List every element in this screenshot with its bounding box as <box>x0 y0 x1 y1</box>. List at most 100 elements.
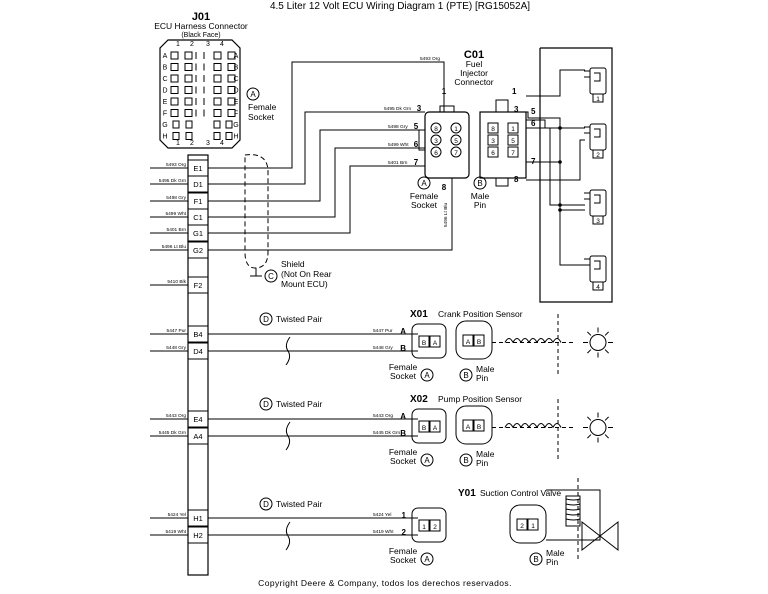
shield-letter: C <box>268 272 274 281</box>
x01-pin-b: B <box>400 344 406 353</box>
twisted-pair-label: Twisted Pair <box>276 314 322 324</box>
x02-female-socket <box>411 408 447 444</box>
injector-wire <box>526 119 585 129</box>
j01-cavity <box>185 120 193 129</box>
y01-female-socket <box>411 507 447 543</box>
injector-number-box <box>592 215 604 225</box>
x02-coil <box>512 423 522 428</box>
j01-socket-letter: A <box>250 90 256 99</box>
pin-label: A4 <box>193 432 202 441</box>
j01-cavity <box>227 97 236 106</box>
x01-male-marker <box>459 368 473 382</box>
c01-female-cavity-number: 5 <box>454 138 458 145</box>
injector-number-box <box>592 149 604 159</box>
j01-name: ECU Harness Connector <box>154 21 248 31</box>
wire-label: 5448 Gry <box>166 345 186 351</box>
pin-label: C1 <box>193 213 203 222</box>
pin-label: F2 <box>194 281 203 290</box>
j01-row-letter-right: C <box>233 76 238 83</box>
y01-female-label-2: Socket <box>390 555 417 565</box>
j01-id: J01 <box>192 11 210 23</box>
c01-male-cavity-number: 8 <box>491 126 495 133</box>
c01-wire <box>208 61 445 169</box>
j01-cavity <box>213 51 222 60</box>
j01-cavity <box>170 63 179 71</box>
c01-wire-label: 5496 Lt Blu <box>443 203 449 228</box>
j01-cavity <box>184 97 193 106</box>
wire-label: 5443 Org <box>166 413 186 419</box>
wire-junction <box>558 126 562 130</box>
injector-terminal <box>584 192 601 204</box>
c01-male-cavity-number: 3 <box>491 138 495 145</box>
twisted-pair-label: Twisted Pair <box>276 499 322 509</box>
x01-id: X01 <box>410 309 428 320</box>
c01-wire-label: 5495 Dk Grn <box>384 106 412 112</box>
c01-wire-pin: 7 <box>414 158 419 167</box>
j01-cavity <box>225 120 233 129</box>
pin-label: E1 <box>193 164 202 173</box>
y01-male-cavity <box>516 518 528 531</box>
x01-female-label-1: Female <box>389 362 418 372</box>
j01-cavity <box>185 132 193 140</box>
x02-female-marker <box>420 453 434 467</box>
x01-female-cavity-label: A <box>433 340 438 347</box>
x01-male-pin <box>455 320 493 360</box>
pin-label: E4 <box>193 415 202 424</box>
x01-male-cavity-label: B <box>477 339 481 346</box>
c01-right-pin: 6 <box>531 119 536 128</box>
j01-top-number: 4 <box>220 41 224 48</box>
shield-label: Shield <box>281 259 305 269</box>
y01-male-letter: B <box>533 555 538 564</box>
wire-junction <box>558 203 562 207</box>
x02-male-letter: B <box>463 456 468 465</box>
x01-pin-a: A <box>400 327 406 336</box>
j01-socket-label-2: Socket <box>248 112 275 122</box>
x01-coil <box>544 338 554 343</box>
c01-male-cavity-number: 5 <box>511 138 515 145</box>
y01-female-letter: A <box>424 555 430 564</box>
c01-male-label-1: Male <box>471 191 490 201</box>
pin-label: B4 <box>193 330 202 339</box>
x01-coil <box>512 338 522 343</box>
x02-coil <box>520 423 530 428</box>
valve-symbol <box>581 520 619 552</box>
c01-female-cavity-number: 8 <box>434 126 438 133</box>
y01-male-cavity-label: 2 <box>520 523 524 530</box>
injector-number-box <box>592 281 604 291</box>
c01-female-letter: A <box>421 179 427 188</box>
y01-male-marker <box>529 552 543 566</box>
x01-female-letter: A <box>424 371 430 380</box>
wire-label: 5493 Org <box>166 162 186 168</box>
j01-cavity <box>213 97 222 106</box>
x02-female-cavity <box>418 420 430 433</box>
c01-male-cavity <box>507 134 519 146</box>
wire-label: 5447 Pur <box>167 328 187 334</box>
c01-wire-pin: 6 <box>414 140 419 149</box>
c01-male-letter: B <box>477 179 482 188</box>
x02-id: X02 <box>410 394 428 405</box>
c01-name-1: Fuel <box>466 59 483 69</box>
j01-cavity <box>227 74 236 83</box>
x02-pin-a: A <box>400 412 406 421</box>
y01-pin-a: 1 <box>402 511 407 520</box>
y01-pin-b: 2 <box>402 528 407 537</box>
y01-female-cavity-label: 1 <box>422 524 426 531</box>
j01-cavity <box>213 132 221 140</box>
x01-male-label-2: Pin <box>476 373 489 383</box>
j01-cavity <box>213 86 222 94</box>
copyright-notice: Copyright Deere & Company, todos los der… <box>258 578 512 588</box>
injector-terminal <box>584 258 601 270</box>
x02-coil <box>504 423 514 428</box>
c01-wire-label: 5401 Brn <box>388 160 408 166</box>
x02-male-marker <box>459 453 473 467</box>
j01-pin-strip <box>187 154 209 576</box>
x01-female-label-2: Socket <box>390 371 417 381</box>
j01-row-letter-right: B <box>234 65 239 72</box>
x01-coil <box>552 338 562 343</box>
twisted-pair-letter: D <box>263 500 269 509</box>
injector-wire <box>526 139 585 181</box>
j01-socket-label: Female <box>248 102 277 112</box>
j01-top-number: 3 <box>206 41 210 48</box>
wire-label: 5499 Wht <box>165 211 186 217</box>
